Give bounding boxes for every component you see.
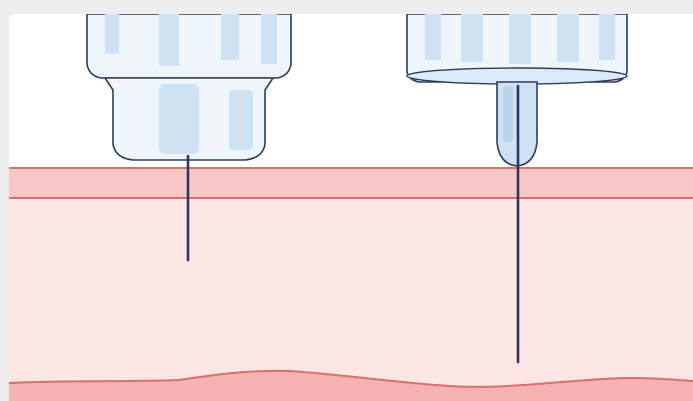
pen-cap-rib (105, 14, 119, 54)
needle-hub-shade (503, 86, 513, 142)
pen-body-rib (557, 14, 579, 62)
diagram-card (9, 14, 693, 401)
pen-body-rib (425, 14, 441, 60)
pen-cap-rib (221, 14, 239, 60)
pen-body-rib (461, 14, 483, 62)
skin-surface-band (9, 168, 693, 198)
pen-body-rib (509, 14, 531, 64)
pen-hub-shade (229, 90, 253, 150)
pen-cap-rib (261, 14, 277, 64)
pen-body-rib (599, 14, 615, 60)
subcutaneous-tissue (9, 199, 693, 401)
injection-depth-illustration (9, 14, 693, 401)
pen-hub-shade (159, 84, 199, 154)
pen-cap-rib (159, 14, 179, 66)
